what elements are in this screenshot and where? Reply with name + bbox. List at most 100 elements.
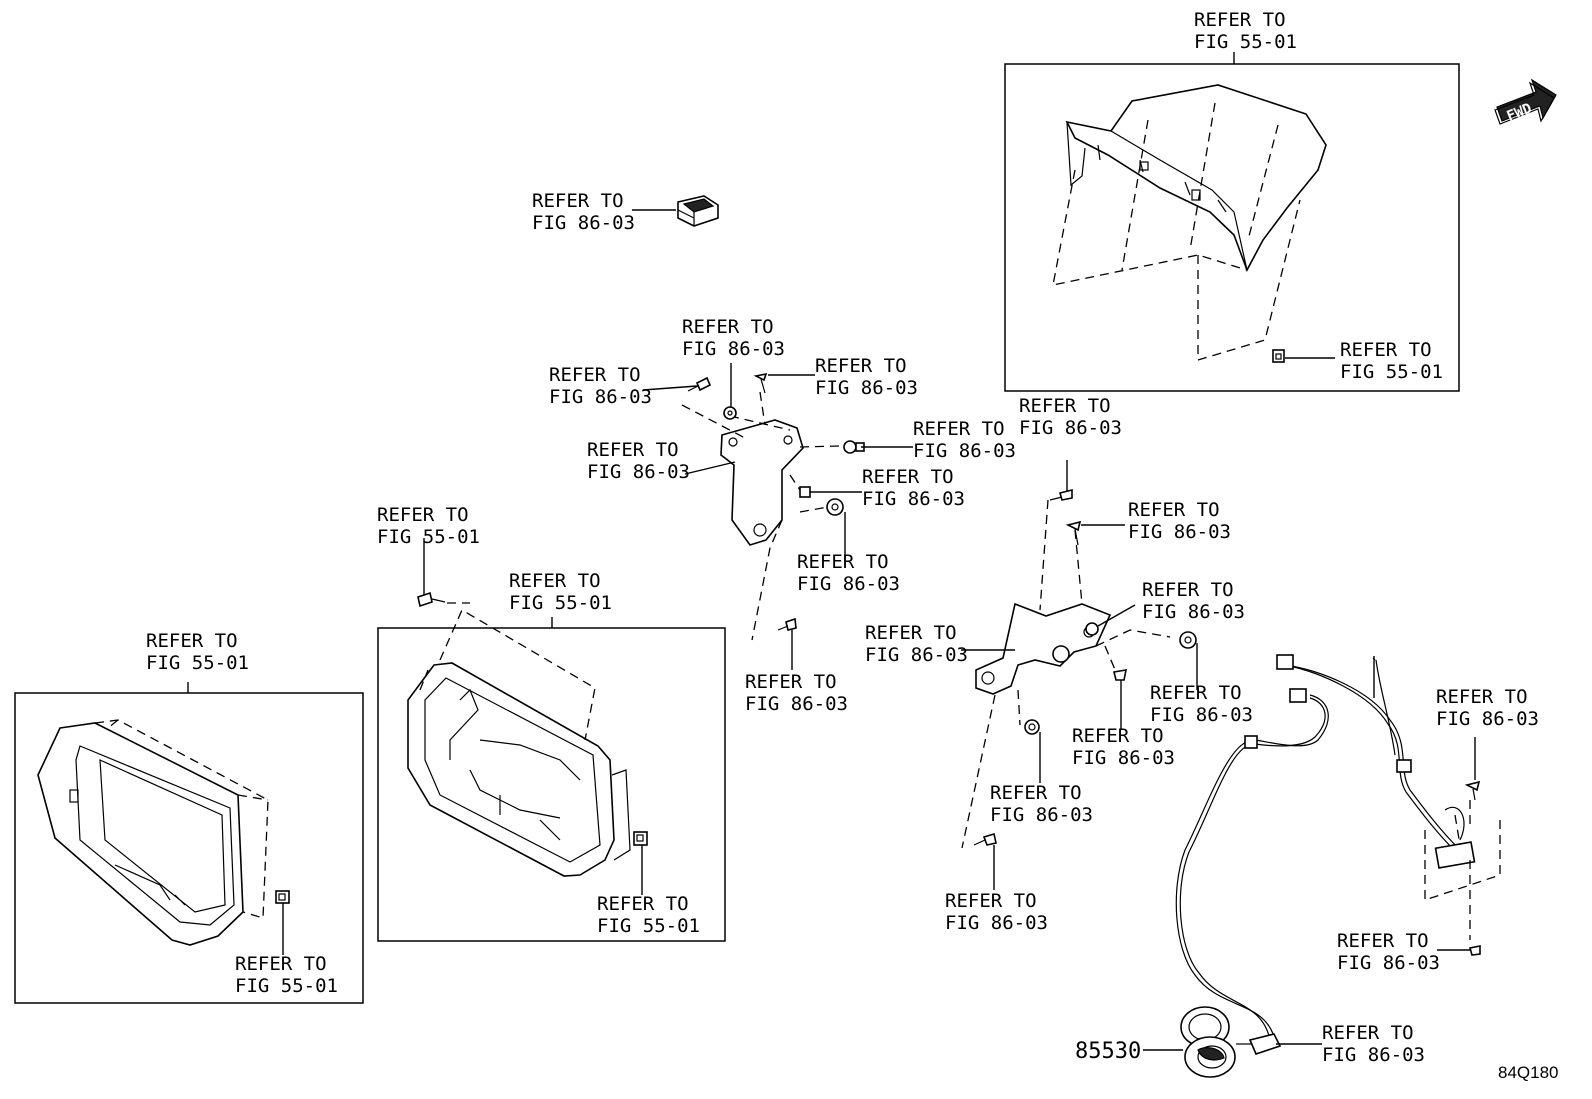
callout-line1: REFER TO bbox=[1019, 395, 1111, 417]
figure-code: 84Q180 bbox=[1498, 1063, 1559, 1082]
callout-line2: FIG 86-03 bbox=[549, 386, 652, 408]
clip-harness-a bbox=[1464, 780, 1481, 801]
callout-line1: REFER TO bbox=[549, 364, 641, 386]
callout-line2: FIG 86-03 bbox=[745, 693, 848, 715]
callout-line1: REFER TO bbox=[865, 622, 957, 644]
callout-line1: REFER TO bbox=[1128, 499, 1220, 521]
callout-line2: FIG 86-03 bbox=[815, 377, 918, 399]
callout-line1: REFER TO bbox=[1072, 725, 1164, 747]
bolt-c bbox=[1049, 488, 1073, 501]
callout-line1: REFER TO bbox=[235, 953, 327, 975]
callout-line2: FIG 86-03 bbox=[1142, 601, 1245, 623]
callout-line1: REFER TO bbox=[146, 630, 238, 652]
upper-panel-part bbox=[1065, 84, 1327, 272]
callout-line1: REFER TO bbox=[945, 890, 1037, 912]
callout-line1: REFER TO bbox=[745, 671, 837, 693]
callout-line1: REFER TO bbox=[1194, 9, 1286, 31]
nut-c bbox=[1085, 622, 1099, 636]
callout-line2: FIG 86-03 bbox=[532, 212, 635, 234]
callout-line1: REFER TO bbox=[587, 439, 679, 461]
group-box-upper-panel bbox=[1004, 63, 1460, 392]
callout-line1: REFER TO bbox=[509, 570, 601, 592]
callout-line2: FIG 86-03 bbox=[945, 912, 1048, 934]
callout-line1: REFER TO bbox=[797, 551, 889, 573]
callout-line1: REFER TO bbox=[862, 466, 954, 488]
part-number: 85530 bbox=[1075, 1039, 1141, 1064]
left-bezel-part bbox=[37, 722, 244, 946]
callout-line2: FIG 86-03 bbox=[1128, 521, 1231, 543]
fwd-arrow-icon: FWD bbox=[1494, 78, 1557, 125]
clip-left-bezel bbox=[275, 890, 290, 904]
callout-line2: FIG 86-03 bbox=[587, 461, 690, 483]
power-outlet-part bbox=[1180, 1006, 1236, 1078]
callout-line2: FIG 86-03 bbox=[797, 573, 900, 595]
bracket-lower bbox=[975, 602, 1112, 695]
center-frame-part bbox=[407, 662, 631, 877]
callout-line2: FIG 55-01 bbox=[1194, 31, 1297, 53]
callout-line2: FIG 55-01 bbox=[235, 975, 338, 997]
nut-e bbox=[1024, 719, 1040, 735]
switch-part bbox=[677, 195, 719, 227]
callout-line1: REFER TO bbox=[377, 504, 469, 526]
washer-a bbox=[723, 406, 737, 420]
wire-harness bbox=[1175, 654, 1476, 1055]
callout-line2: FIG 86-03 bbox=[1072, 747, 1175, 769]
nut-d bbox=[1179, 631, 1197, 649]
callout-line2: FIG 55-01 bbox=[597, 915, 700, 937]
callout-line2: FIG 86-03 bbox=[865, 644, 968, 666]
callout-line1: REFER TO bbox=[597, 893, 689, 915]
callout-line1: REFER TO bbox=[1322, 1022, 1414, 1044]
callout-line2: FIG 86-03 bbox=[913, 440, 1016, 462]
callout-line2: FIG 86-03 bbox=[1322, 1044, 1425, 1066]
callout-line1: REFER TO bbox=[1436, 686, 1528, 708]
clip-b bbox=[1113, 669, 1128, 681]
callout-line2: FIG 86-03 bbox=[1150, 704, 1253, 726]
callout-line2: FIG 86-03 bbox=[862, 488, 965, 510]
callout-line1: REFER TO bbox=[815, 355, 907, 377]
callout-line2: FIG 86-03 bbox=[1436, 708, 1539, 730]
callout-line1: REFER TO bbox=[1337, 930, 1429, 952]
callout-line2: FIG 86-03 bbox=[682, 338, 785, 360]
screw-a bbox=[753, 372, 768, 394]
clip-center-frame bbox=[633, 831, 648, 846]
callout-line1: REFER TO bbox=[990, 782, 1082, 804]
screw-b bbox=[1065, 520, 1082, 546]
callout-line1: REFER TO bbox=[682, 316, 774, 338]
bolt-b bbox=[777, 617, 797, 631]
bolt-d bbox=[973, 832, 997, 846]
callout-line2: FIG 55-01 bbox=[1340, 361, 1443, 383]
callout-line1: REFER TO bbox=[532, 190, 624, 212]
callout-line1: REFER TO bbox=[913, 418, 1005, 440]
callout-line1: REFER TO bbox=[1142, 579, 1234, 601]
group-box-left-bezel bbox=[14, 692, 364, 1004]
callout-line2: FIG 86-03 bbox=[1337, 952, 1440, 974]
clip-upper-panel bbox=[1272, 349, 1285, 363]
nut-b bbox=[826, 498, 844, 516]
clip-a bbox=[799, 486, 811, 498]
